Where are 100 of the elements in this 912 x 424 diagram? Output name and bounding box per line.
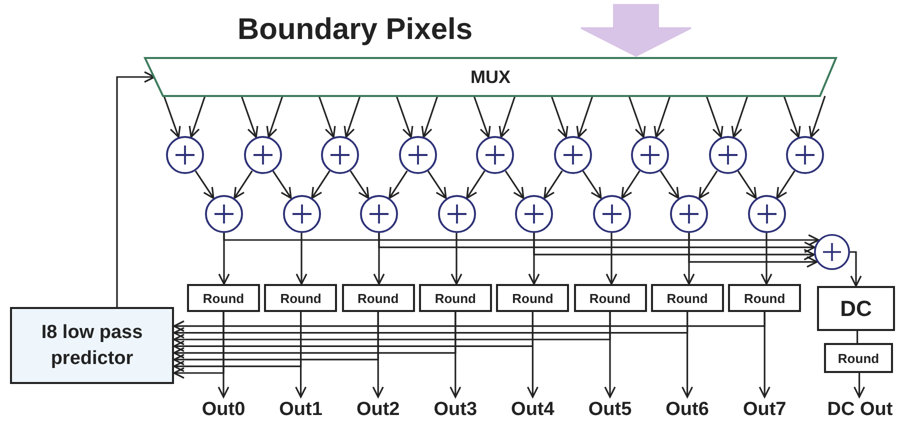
arrow bbox=[533, 233, 815, 260]
arrow bbox=[173, 312, 611, 346]
dc-block bbox=[817, 286, 895, 331]
arrow bbox=[698, 170, 718, 199]
arrow bbox=[808, 96, 826, 138]
block-label: Round bbox=[838, 350, 880, 366]
block-label: Round bbox=[589, 290, 631, 306]
round-block bbox=[187, 284, 260, 312]
arrow bbox=[473, 96, 491, 138]
adder-symbol bbox=[360, 195, 398, 233]
output-text: Out6 bbox=[666, 399, 709, 421]
arrow bbox=[173, 312, 766, 332]
diagram-title: Boundary Pixels bbox=[236, 12, 474, 48]
arrow bbox=[688, 233, 818, 268]
arrow bbox=[854, 373, 866, 398]
adder-symbol bbox=[670, 195, 708, 233]
arrow bbox=[576, 96, 594, 138]
output-text: Out4 bbox=[511, 399, 554, 421]
arrow bbox=[173, 312, 534, 352]
output-text: Out3 bbox=[434, 399, 478, 421]
round-block bbox=[728, 284, 802, 312]
adder-symbol bbox=[708, 136, 746, 174]
arrow bbox=[116, 71, 156, 307]
block-label: Round bbox=[280, 290, 322, 306]
arrow bbox=[504, 170, 524, 199]
round-block bbox=[650, 284, 724, 312]
arrow bbox=[272, 170, 292, 199]
adder-symbol bbox=[166, 136, 204, 174]
arrow bbox=[344, 96, 361, 138]
arrow bbox=[654, 96, 671, 138]
arrow bbox=[582, 170, 602, 199]
arrow bbox=[776, 170, 796, 199]
adder-symbol bbox=[282, 195, 320, 233]
block-label: DC bbox=[840, 296, 872, 322]
arrow bbox=[318, 96, 336, 138]
arrow bbox=[706, 96, 724, 138]
arrow bbox=[606, 233, 618, 285]
adder-symbol bbox=[592, 195, 630, 233]
arrow bbox=[223, 233, 820, 246]
arrow bbox=[850, 251, 862, 287]
predictor-block bbox=[10, 307, 174, 384]
arrow bbox=[240, 96, 258, 138]
round-block bbox=[342, 284, 415, 312]
arrow bbox=[737, 170, 757, 199]
multiplexer bbox=[145, 58, 836, 96]
arrow bbox=[378, 233, 816, 254]
output-text: DC Out bbox=[827, 399, 893, 421]
block-label: Round bbox=[666, 290, 708, 306]
round-block bbox=[824, 343, 893, 373]
block-arrow bbox=[580, 4, 692, 57]
round-block bbox=[574, 284, 646, 312]
connector-line bbox=[856, 331, 858, 343]
arrow bbox=[783, 96, 801, 138]
output-text: Out7 bbox=[742, 399, 786, 421]
round-block bbox=[418, 284, 492, 312]
arrow bbox=[173, 312, 379, 366]
arrow bbox=[350, 170, 370, 199]
arrow bbox=[194, 170, 214, 199]
block-label: Round bbox=[202, 290, 244, 306]
arrow bbox=[173, 312, 456, 359]
arrow bbox=[544, 170, 563, 199]
arrow bbox=[188, 96, 206, 138]
arrow bbox=[421, 96, 438, 138]
arrow bbox=[628, 96, 646, 138]
arrow bbox=[234, 170, 253, 199]
arrow bbox=[388, 170, 408, 199]
adder-symbol bbox=[205, 195, 243, 233]
arrow bbox=[466, 170, 486, 199]
arrow bbox=[550, 96, 568, 138]
block-label: Round bbox=[434, 290, 476, 306]
output-text: Out0 bbox=[202, 399, 246, 421]
arrow bbox=[498, 96, 516, 138]
output-text: Out5 bbox=[588, 399, 632, 421]
arrow bbox=[396, 96, 414, 138]
arrow bbox=[266, 96, 284, 138]
arrow bbox=[660, 170, 680, 199]
output-text: Out1 bbox=[279, 399, 322, 421]
arrow bbox=[311, 170, 330, 199]
arrow bbox=[173, 312, 688, 339]
arrow bbox=[760, 233, 772, 285]
adder-symbol bbox=[814, 234, 850, 270]
arrow bbox=[731, 96, 748, 138]
block-label: Round bbox=[358, 290, 399, 306]
arrow bbox=[173, 312, 224, 379]
arrow bbox=[450, 233, 462, 285]
arrow bbox=[427, 170, 447, 199]
arrow bbox=[621, 170, 640, 199]
arrow bbox=[163, 96, 181, 138]
arrow bbox=[173, 312, 302, 372]
adder-symbol bbox=[748, 195, 786, 233]
adder-symbol bbox=[476, 136, 514, 174]
adder-symbol bbox=[631, 136, 669, 174]
adder-symbol bbox=[786, 136, 824, 174]
block-label: I8 low pass predictor bbox=[40, 320, 144, 370]
block-label: Round bbox=[512, 290, 554, 306]
adder-symbol bbox=[554, 136, 592, 174]
round-block bbox=[264, 284, 338, 312]
adder-symbol bbox=[398, 136, 436, 174]
output-text: Out2 bbox=[356, 399, 400, 421]
block-label: Round bbox=[744, 290, 786, 306]
